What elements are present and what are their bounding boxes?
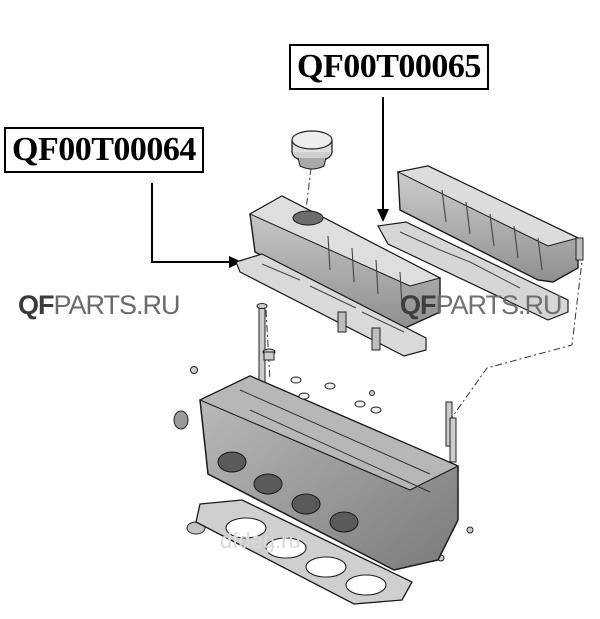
valve-cover-intake (248, 195, 442, 329)
part-number-label-exhaust: QF00T00065 (289, 44, 489, 90)
valve-cover-exhaust (396, 165, 584, 283)
cylinder-head (173, 375, 460, 571)
watermark-left: QFPARTS.RU (18, 290, 181, 321)
watermark-bottom: dfdeg.ru (220, 528, 301, 553)
leader-line-65 (377, 97, 389, 222)
watermark-right-domain: PARTS.RU (435, 290, 563, 320)
oil-filler-cap (291, 130, 333, 170)
watermark-left-brand: QF (18, 290, 54, 320)
head-gasket (195, 499, 413, 605)
cover-gasket-intake (235, 253, 427, 357)
part-number-label-intake: QF00T00064 (4, 127, 204, 173)
alignment-guides (265, 167, 584, 466)
cover-gasket-exhaust (377, 221, 569, 321)
leader-line-64 (151, 183, 242, 268)
watermark-right: QFPARTS.RU (400, 290, 563, 321)
watermark-left-domain: PARTS.RU (53, 290, 181, 320)
head-bolts (190, 303, 474, 562)
watermark-right-brand: QF (400, 290, 436, 320)
